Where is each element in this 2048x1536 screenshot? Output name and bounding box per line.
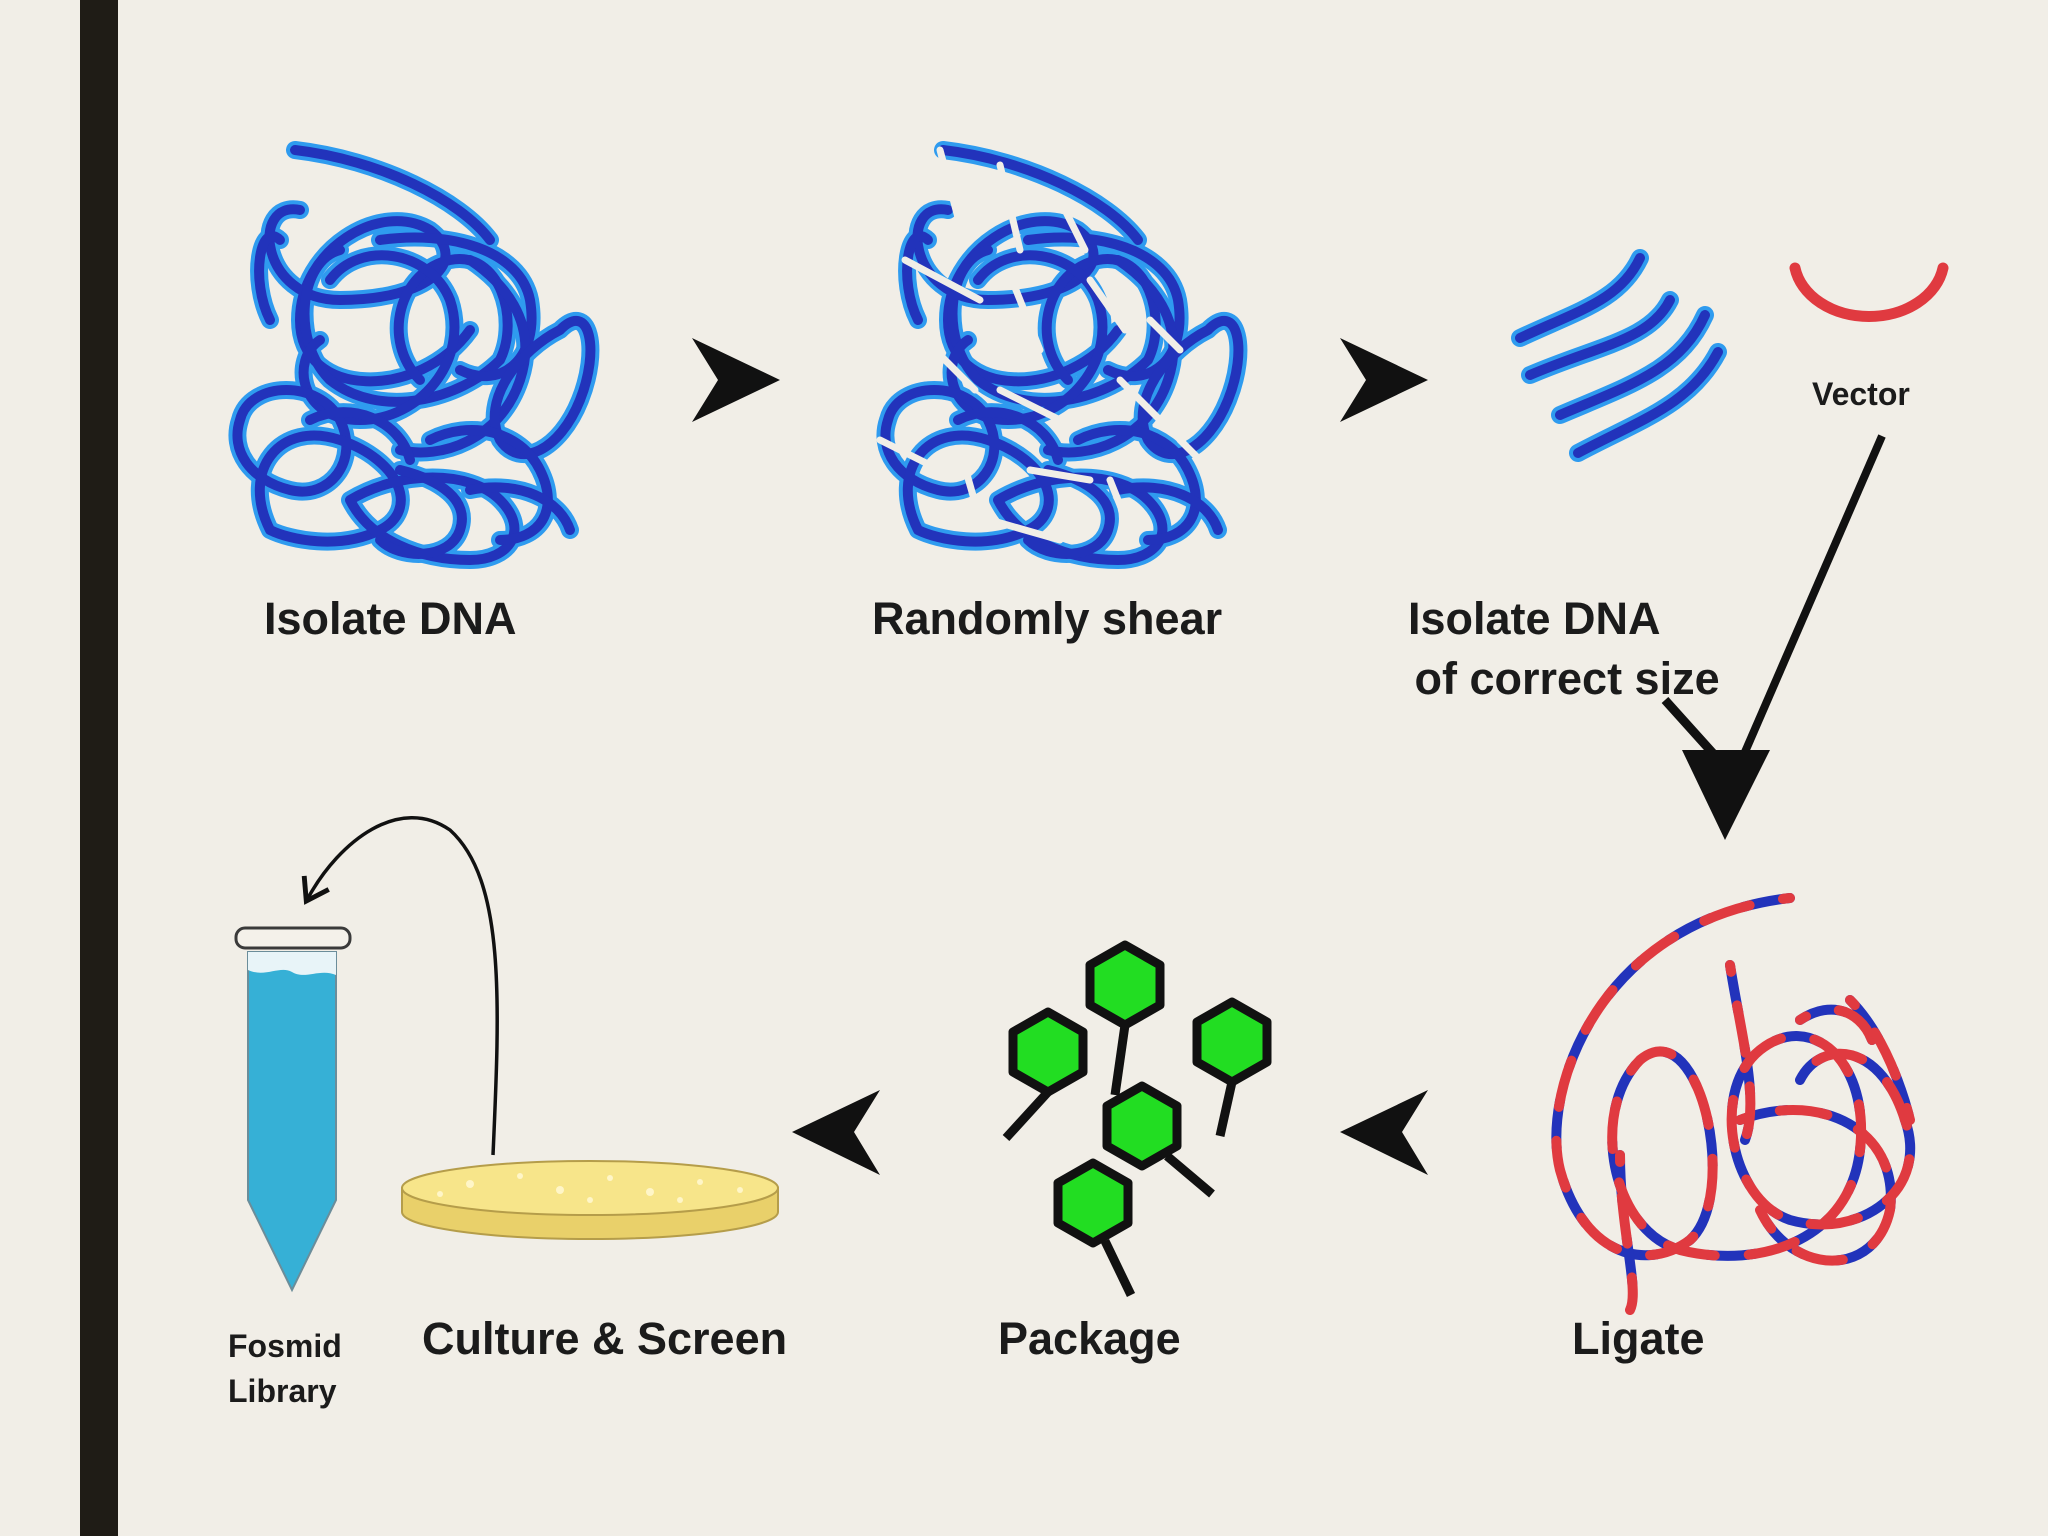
arrow-right-icon (1340, 338, 1428, 422)
curved-arrow-icon (301, 816, 499, 1156)
fosmid-library-label-line1: Fosmid (228, 1328, 342, 1364)
phage-particles-icon (1002, 940, 1272, 1297)
isolate-dna-label: Isolate DNA (264, 593, 517, 644)
vector-icon (1789, 262, 1949, 323)
tube-icon (234, 926, 352, 1293)
randomly-shear-label: Randomly shear (872, 593, 1223, 644)
culture-plate-icon (401, 1160, 779, 1240)
vector-label: Vector (1812, 376, 1910, 412)
ligate-label: Ligate (1572, 1313, 1705, 1364)
isolate-correct-size-label-line2: of correct size (1402, 653, 1720, 704)
culture-screen-label: Culture & Screen (422, 1313, 788, 1364)
dna-fragments-icon (1511, 249, 1727, 462)
sheared-dna-icon (880, 150, 1238, 560)
dna-tangle-icon (237, 150, 590, 560)
arrow-left-icon (792, 1090, 880, 1175)
arrow-right-icon (692, 338, 780, 422)
isolate-correct-size-label-line1: Isolate DNA (1408, 593, 1661, 644)
ligated-dna-icon (1551, 893, 1916, 1315)
fosmid-library-label-line2: Library (228, 1373, 337, 1409)
package-label: Package (998, 1313, 1181, 1364)
arrow-left-icon (1340, 1090, 1428, 1175)
slide-side-bar (80, 0, 118, 1536)
arrow-to-ligate-icon (1661, 434, 1886, 840)
